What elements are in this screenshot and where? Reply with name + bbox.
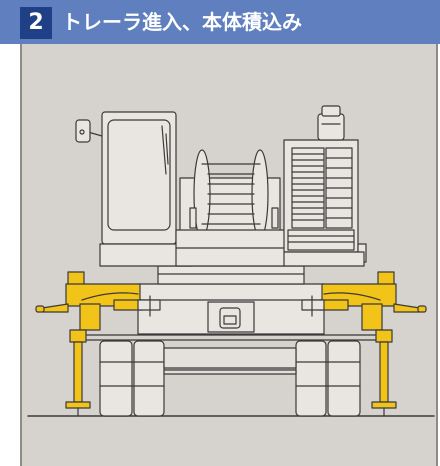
center-frame [175,229,287,267]
side-mirror [75,119,103,143]
trailer-tires [99,340,361,417]
step-title: トレーラ進入、本体積込み [62,10,302,34]
outrigger-left-pins [137,295,161,317]
trailer-bed [81,334,379,375]
lower-body [137,265,325,335]
outrigger-right [319,271,427,417]
diagram-area [20,44,438,466]
outrigger-right-pins [301,295,325,317]
engine-housing [283,105,367,267]
machine-illustration [27,105,435,417]
step-number-badge: 2 [20,7,52,39]
step-header: 2 トレーラ進入、本体積込み [0,0,440,44]
outrigger-cylinders [81,292,381,301]
cab-left [99,111,193,267]
outrigger-left [35,271,143,417]
